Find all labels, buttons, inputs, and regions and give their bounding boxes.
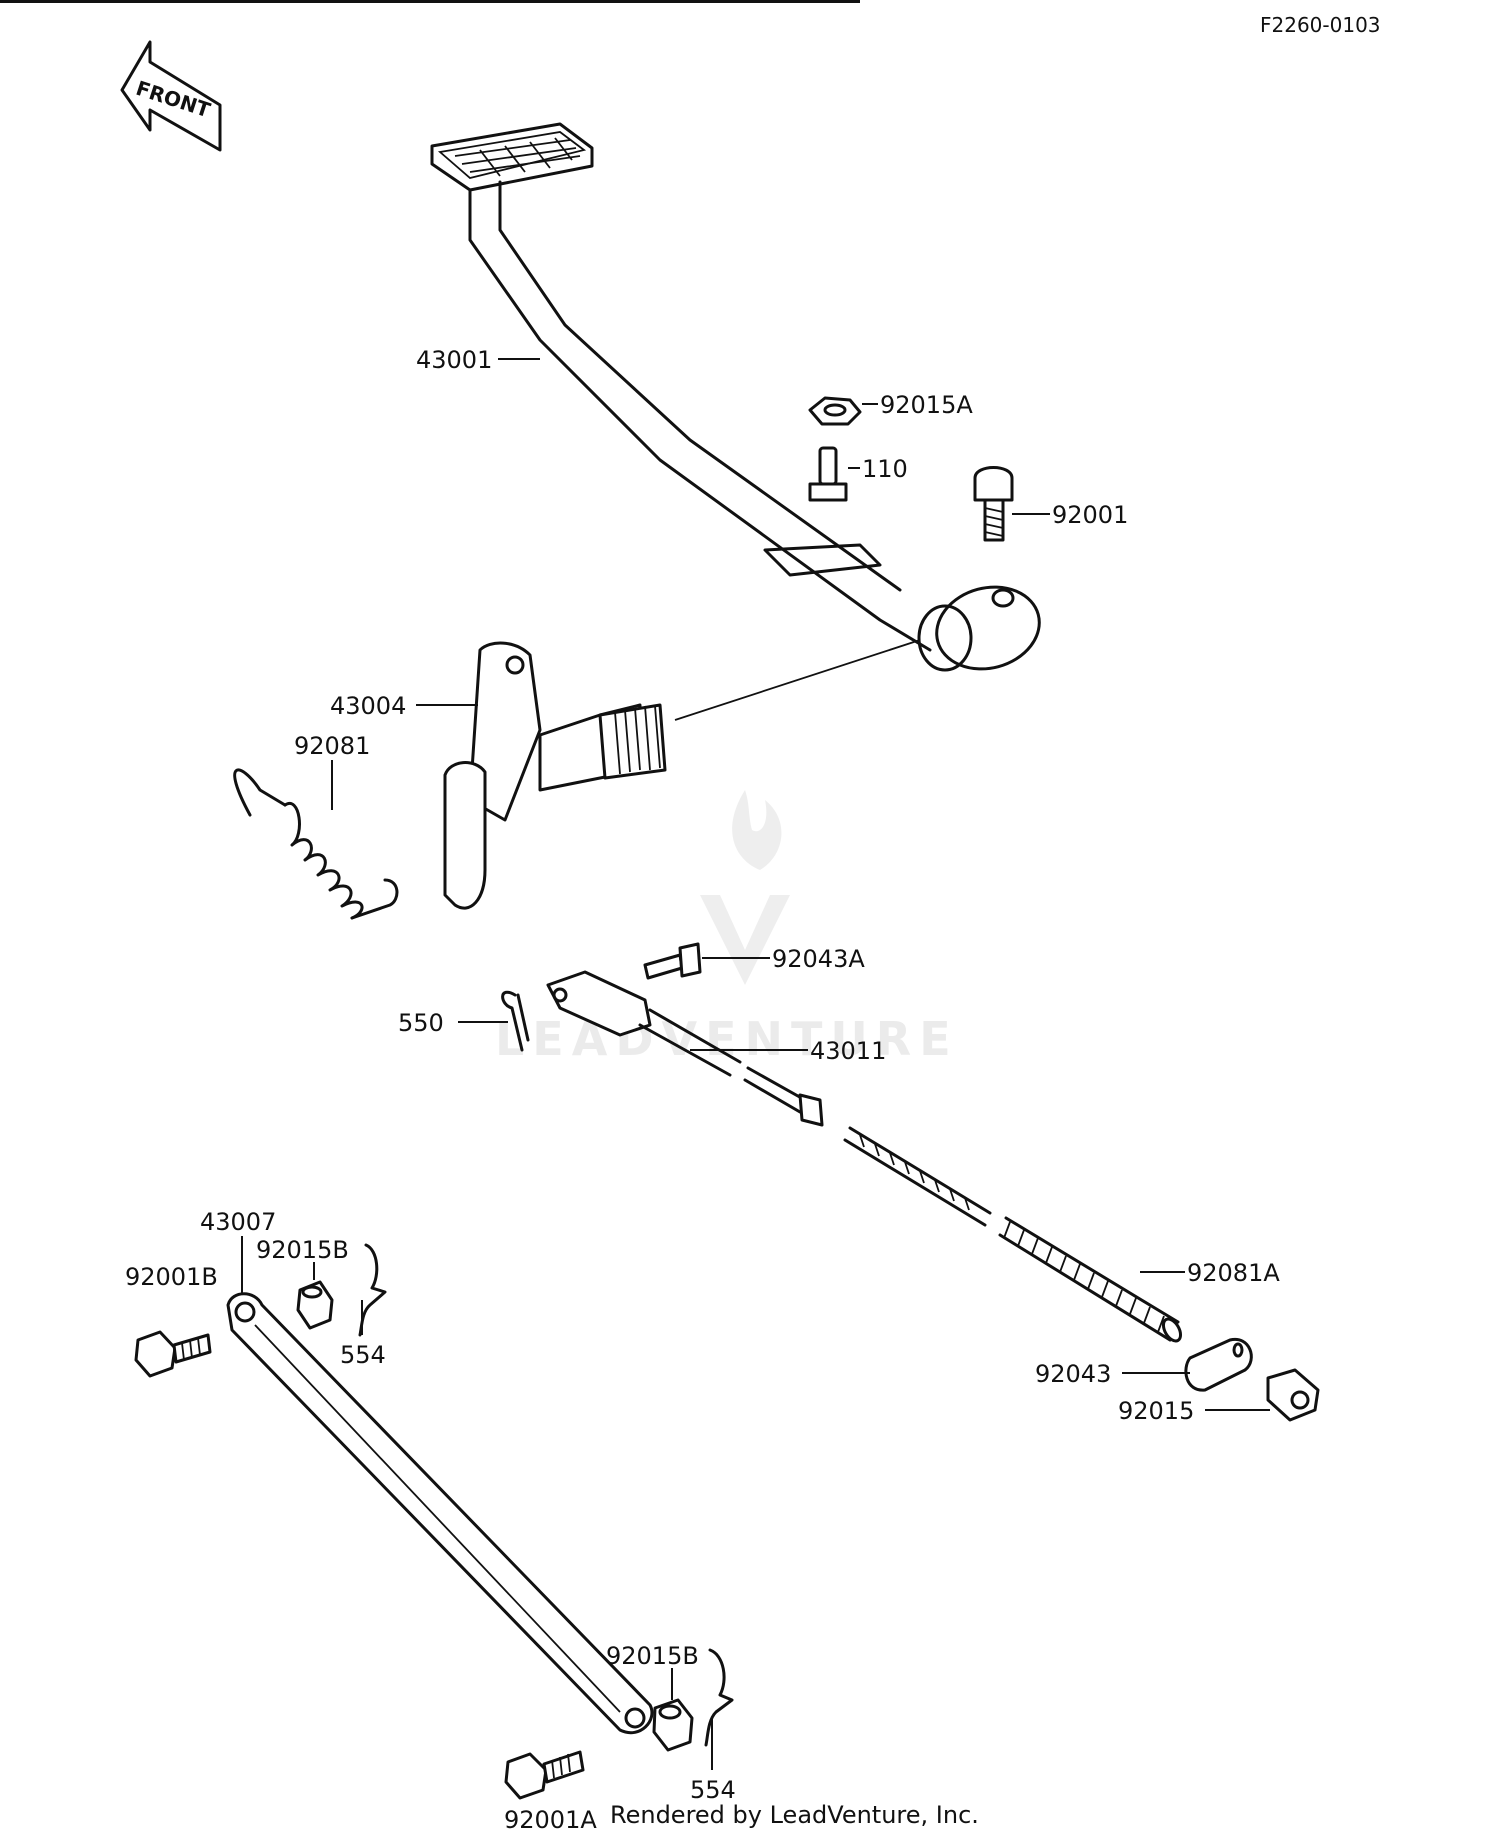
link-arm-43007 [226, 1292, 654, 1735]
brake-shaft-43004 [443, 641, 667, 910]
clip-554-bottom [704, 1648, 734, 1747]
collar-92015B-top [296, 1280, 334, 1330]
svg-text:FRONT: FRONT [133, 76, 213, 123]
footer-credit: Rendered by LeadVenture, Inc. [610, 1801, 979, 1829]
pin-92043A [643, 942, 702, 980]
watermark: LEADVENTURE [495, 790, 959, 1066]
spring-92081A [998, 1216, 1183, 1343]
label-92081: 92081 [294, 732, 370, 760]
label-92081A: 92081A [1187, 1259, 1280, 1287]
label-92015: 92015 [1118, 1397, 1194, 1425]
label-43001: 43001 [416, 346, 492, 374]
label-92015B-top: 92015B [256, 1236, 349, 1264]
bolt-92001 [973, 466, 1014, 542]
diagram-code: F2260-0103 [1260, 13, 1381, 37]
label-92001B: 92001B [125, 1263, 218, 1291]
label-92015A: 92015A [880, 391, 973, 419]
front-arrow-icon: FRONT [120, 40, 222, 152]
brake-rod-43011 [546, 970, 992, 1227]
label-92001: 92001 [1052, 501, 1128, 529]
joint-92043 [1184, 1337, 1253, 1392]
label-43004: 43004 [330, 692, 406, 720]
bolt-92001A [504, 1750, 585, 1800]
label-550: 550 [398, 1009, 444, 1037]
label-554-bottom: 554 [690, 1776, 736, 1804]
label-92015B-bottom: 92015B [606, 1642, 699, 1670]
label-92001A: 92001A [504, 1806, 597, 1832]
nut-92015A [808, 396, 862, 426]
spring-92081 [233, 768, 399, 920]
label-43011: 43011 [810, 1037, 886, 1065]
bolt-110 [808, 446, 848, 502]
label-554-top: 554 [340, 1341, 386, 1369]
label-92043A: 92043A [772, 945, 865, 973]
collar-92015B-bottom [652, 1698, 694, 1752]
nut-92015 [1266, 1368, 1320, 1422]
svg-text:LEADVENTURE: LEADVENTURE [495, 1012, 959, 1066]
label-110: 110 [862, 455, 908, 483]
label-92043: 92043 [1035, 1360, 1111, 1388]
label-43007: 43007 [200, 1208, 276, 1236]
clip-554-top [358, 1243, 387, 1337]
bolt-92001B [134, 1330, 212, 1378]
cotter-pin-550 [501, 990, 530, 1052]
brake-pedal-43001 [430, 122, 1041, 721]
